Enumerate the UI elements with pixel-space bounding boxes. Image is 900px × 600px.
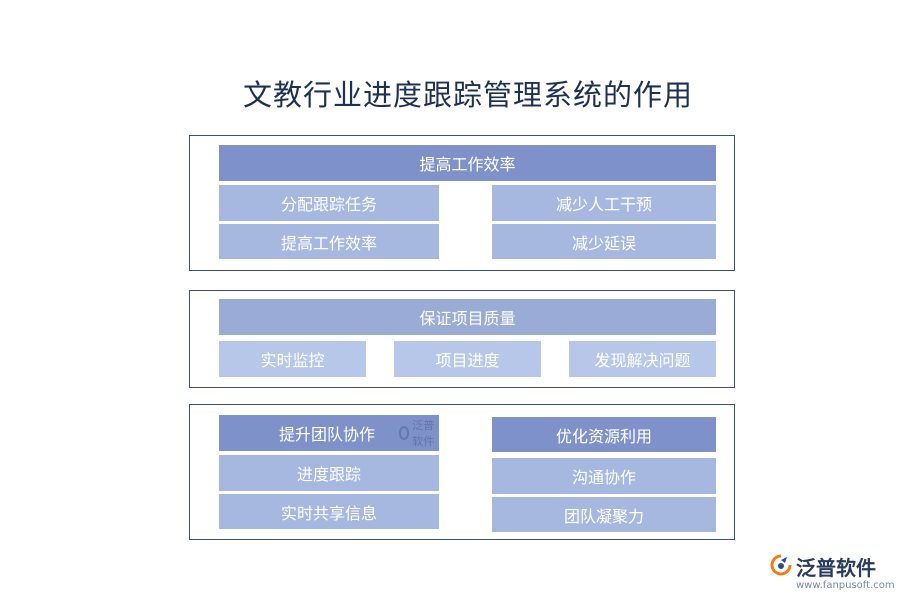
panel-collaboration: 提升团队协作 泛普软件 进度跟踪 实时共享信息 优化资源利用 沟通协作 团队凝聚… [189,404,735,540]
watermark-text: 泛普软件 [412,419,435,448]
quality-header: 保证项目质量 [219,299,716,335]
brand-name: 泛普软件 [796,556,876,580]
brand-url: www.fanpusoft.com [796,580,895,591]
panel-quality: 保证项目质量 实时监控 项目进度 发现解决问题 [189,290,735,388]
resource-header: 优化资源利用 [492,417,716,452]
quality-item: 实时监控 [219,341,366,377]
diagram-title: 文教行业进度跟踪管理系统的作用 [242,78,693,112]
collaboration-item: 实时共享信息 [219,494,439,529]
efficiency-item: 减少延误 [492,224,716,259]
collaboration-header-label: 提升团队协作 [279,425,376,444]
panel-efficiency: 提高工作效率 分配跟踪任务 减少人工干预 提高工作效率 减少延误 [189,135,735,271]
collaboration-item: 进度跟踪 [219,455,439,491]
efficiency-item: 分配跟踪任务 [219,185,439,221]
quality-item: 发现解决问题 [569,341,716,377]
efficiency-item: 减少人工干预 [492,185,716,221]
collaboration-header: 提升团队协作 泛普软件 [219,415,439,451]
watermark-logo-icon [399,426,410,440]
watermark: 泛普软件 [399,415,439,451]
resource-item: 团队凝聚力 [492,497,716,532]
efficiency-item: 提高工作效率 [219,224,439,259]
efficiency-header: 提高工作效率 [219,145,716,181]
brand-logo: 泛普软件 www.fanpusoft.com [770,552,895,594]
resource-item: 沟通协作 [492,458,716,494]
quality-item: 项目进度 [394,341,541,377]
fanpu-logo-icon [770,554,792,576]
